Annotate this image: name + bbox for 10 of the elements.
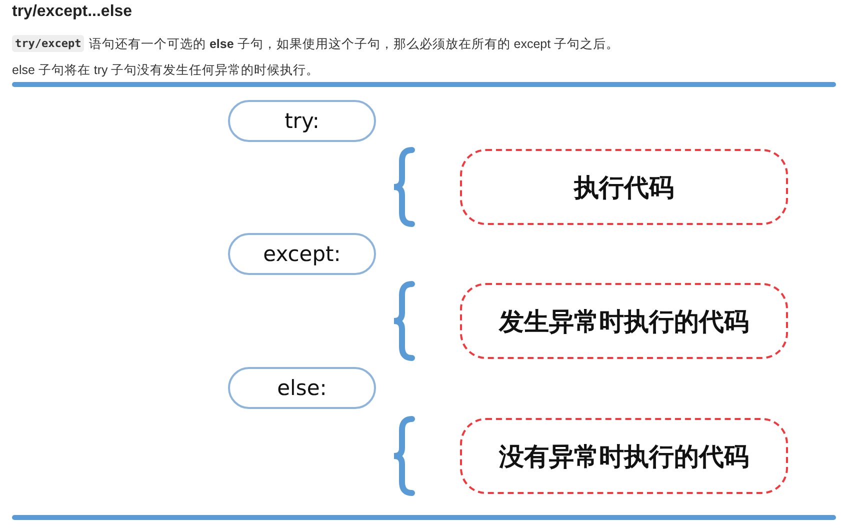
inline-code: try/except [12, 35, 84, 52]
code-block-box: 发生异常时执行的代码 [460, 283, 788, 359]
keyword-box: except: [228, 233, 376, 275]
heading: try/except...else [12, 3, 132, 21]
code-block-box: 执行代码 [460, 149, 788, 225]
paragraph: 语句还有一个可选的 else 子句，如果使用这个子句，那么必须放在所有的 except 子句之后。 [89, 36, 620, 53]
paragraph: else 子句将在 try 子句没有发生任何异常的时候执行。 [12, 62, 320, 79]
code-block-box: 没有异常时执行的代码 [460, 418, 788, 494]
keyword-box: else: [228, 367, 376, 409]
keyword-box: try: [228, 100, 376, 142]
